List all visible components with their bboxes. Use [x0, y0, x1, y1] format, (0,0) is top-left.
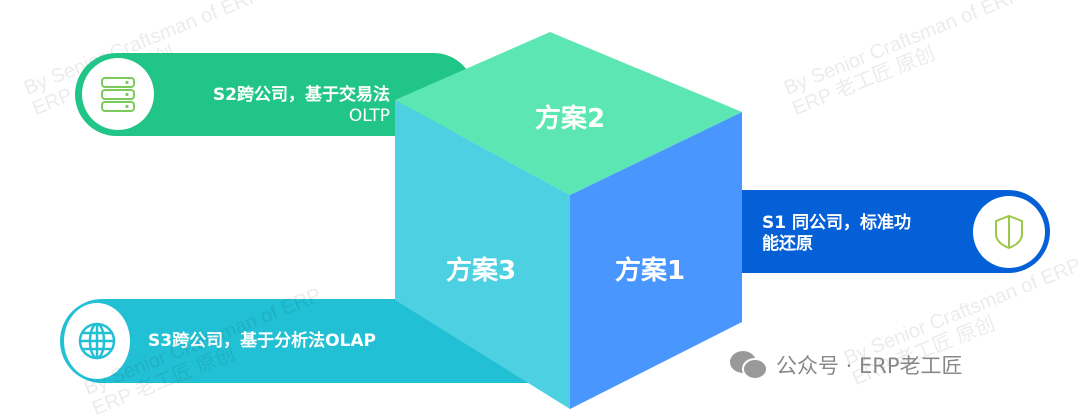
server-icon [101, 77, 135, 112]
cube-left-label: 方案3 [446, 256, 517, 286]
s3-label: S3跨公司，基于分析法OLAP [148, 331, 376, 351]
cube-top-face [395, 32, 742, 195]
cube-top-label: 方案2 [535, 104, 606, 134]
footer: 公众号 · ERP老工匠 [728, 350, 963, 380]
globe-icon [78, 322, 116, 360]
cube-right-face [570, 112, 742, 409]
s1-icon-circle [973, 196, 1045, 268]
cube-right-label: 方案1 [615, 256, 686, 286]
s2-icon-circle [82, 58, 154, 130]
wechat-icon [730, 351, 768, 380]
footer-text: 公众号 · ERP老工匠 [776, 354, 963, 378]
s1-label: S1 同公司，标准功能还原 [762, 213, 911, 254]
cube [395, 32, 742, 409]
cube-left-face [395, 100, 570, 409]
s3-icon-circle [64, 303, 130, 379]
shield-icon [995, 214, 1023, 250]
